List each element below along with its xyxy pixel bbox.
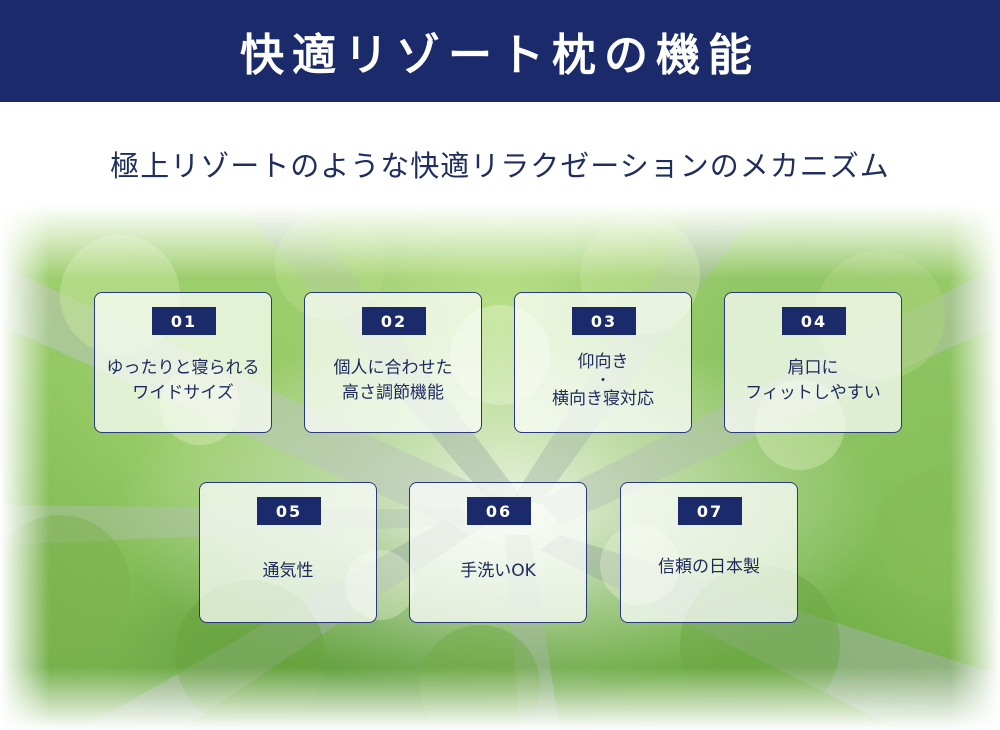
page-subtitle: 極上リゾートのような快適リラクゼーションのメカニズム bbox=[110, 149, 890, 183]
feature-line: 横向き寝対応 bbox=[552, 389, 654, 409]
feature-line: 信頼の日本製 bbox=[658, 556, 760, 577]
page-header: 快適リゾート枕の機能 bbox=[0, 0, 1000, 102]
feature-line: フィットしやすい bbox=[745, 383, 881, 403]
feature-line: 高さ調節機能 bbox=[342, 383, 444, 403]
feature-line-separator: ・ bbox=[596, 373, 610, 389]
feature-line: 肩口に bbox=[787, 358, 839, 378]
feature-line: ゆったりと寝られる bbox=[106, 358, 260, 378]
feature-description: 個人に合わせた 高さ調節機能 bbox=[305, 337, 481, 425]
feature-description: 信頼の日本製 bbox=[621, 523, 797, 611]
feature-line: 個人に合わせた bbox=[333, 358, 453, 378]
feature-number-badge: 07 bbox=[678, 497, 742, 525]
feature-number-badge: 02 bbox=[362, 307, 426, 335]
forest-background-image bbox=[0, 205, 1000, 730]
feature-number-badge: 03 bbox=[572, 307, 636, 335]
feature-number-badge: 05 bbox=[257, 497, 321, 525]
page-title: 快適リゾート枕の機能 bbox=[240, 30, 760, 81]
feature-card-02: 02 個人に合わせた 高さ調節機能 bbox=[304, 292, 482, 433]
tree-trunks-illustration bbox=[0, 205, 1000, 730]
feature-number-badge: 06 bbox=[467, 497, 531, 525]
feature-line: 手洗いOK bbox=[460, 560, 536, 581]
feature-line: 仰向き bbox=[577, 352, 629, 372]
feature-description: 通気性 bbox=[200, 527, 376, 615]
feature-line: ワイドサイズ bbox=[132, 383, 234, 403]
feature-card-01: 01 ゆったりと寝られる ワイドサイズ bbox=[94, 292, 272, 433]
feature-card-06: 06 手洗いOK bbox=[409, 482, 587, 623]
feature-description: 手洗いOK bbox=[410, 527, 586, 615]
feature-card-03: 03 仰向き ・ 横向き寝対応 bbox=[514, 292, 692, 433]
feature-card-04: 04 肩口に フィットしやすい bbox=[724, 292, 902, 433]
feature-number-badge: 04 bbox=[782, 307, 846, 335]
feature-card-07: 07 信頼の日本製 bbox=[620, 482, 798, 623]
feature-description: 仰向き ・ 横向き寝対応 bbox=[515, 337, 691, 425]
feature-number-badge: 01 bbox=[152, 307, 216, 335]
feature-description: ゆったりと寝られる ワイドサイズ bbox=[95, 337, 271, 425]
feature-card-05: 05 通気性 bbox=[199, 482, 377, 623]
feature-description: 肩口に フィットしやすい bbox=[725, 337, 901, 425]
feature-line: 通気性 bbox=[262, 560, 314, 581]
